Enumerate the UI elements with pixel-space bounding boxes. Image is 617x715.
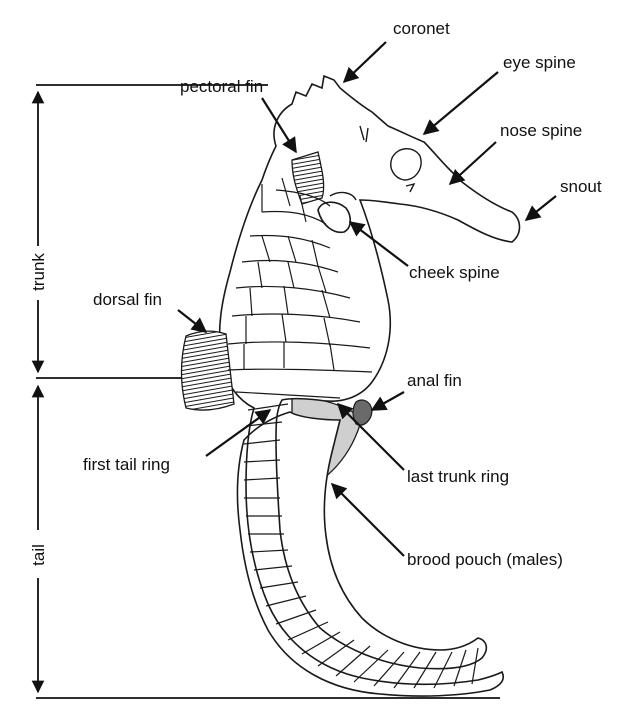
tail-label: tail [29, 544, 48, 566]
label-nose-spine: nose spine [500, 121, 582, 140]
label-eye-spine: eye spine [503, 53, 576, 72]
arrow-dorsal-fin [178, 310, 206, 332]
seahorse-outline [220, 76, 520, 696]
label-coronet: coronet [393, 19, 450, 38]
label-first-tail-ring: first tail ring [83, 455, 170, 474]
arrow-anal-fin [372, 392, 404, 410]
trunk-label: trunk [29, 253, 48, 291]
label-snout: snout [560, 177, 602, 196]
arrow-first-tail-ring [206, 410, 270, 456]
arrow-snout [526, 196, 556, 220]
label-anal-fin: anal fin [407, 371, 462, 390]
arrow-nose-spine [450, 142, 496, 184]
dorsal-fin-shape [182, 331, 235, 410]
label-last-trunk-ring: last trunk ring [407, 467, 509, 486]
arrow-eye-spine [424, 72, 498, 134]
arrow-brood-pouch [332, 484, 404, 556]
label-dorsal-fin: dorsal fin [93, 290, 162, 309]
label-cheek-spine: cheek spine [409, 263, 500, 282]
label-brood-pouch: brood pouch (males) [407, 550, 563, 569]
arrow-coronet [344, 42, 386, 82]
seahorse-illustration [182, 76, 520, 696]
label-pectoral-fin: pectoral fin [180, 77, 263, 96]
